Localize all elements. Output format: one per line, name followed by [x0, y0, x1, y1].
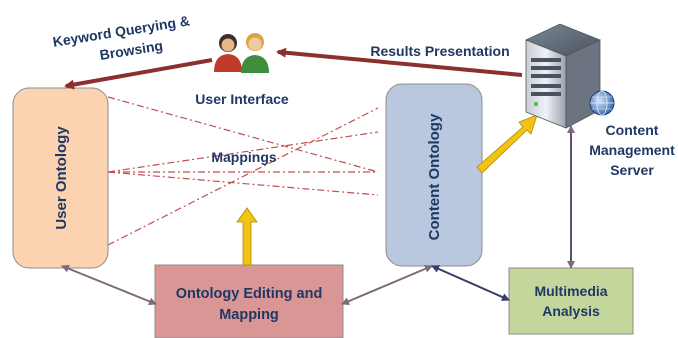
- content-ontology-label: Content Ontology: [426, 113, 443, 240]
- users-icon: [214, 33, 269, 73]
- multimedia-analysis-box: [508, 267, 634, 335]
- yellow-arrow-editing-up: [236, 207, 258, 266]
- mapping-line: [107, 171, 379, 196]
- multimedia-analysis-label-2: Analysis: [542, 303, 600, 319]
- server-icon: [524, 23, 602, 129]
- multimedia-analysis-label-1: Multimedia: [534, 283, 607, 299]
- arrow-contentonto-multimedia: [431, 265, 510, 301]
- mapping-line: [107, 131, 379, 173]
- globe-icon: [589, 90, 615, 116]
- mapping-line: [107, 107, 379, 246]
- content-management-server-label-1: Content: [606, 122, 659, 138]
- mapping-lines: [107, 96, 379, 246]
- user-ontology-label: User Ontology: [53, 126, 70, 230]
- arrow-editing-contentonto: [341, 265, 433, 305]
- ontology-editing-label-2: Mapping: [219, 307, 279, 323]
- connector-arrows: [61, 125, 575, 306]
- yellow-arrow-content-server: [476, 114, 538, 174]
- content-management-server-label-2: Management: [589, 142, 675, 158]
- ontology-editing-label-1: Ontology Editing and: [176, 286, 323, 302]
- mapping-line: [107, 96, 379, 173]
- mappings-label: Mappings: [211, 149, 277, 165]
- arrow-useronto-editing: [61, 264, 157, 306]
- results-presentation-label: Results Presentation: [370, 43, 509, 59]
- arrow-keyword-querying: [64, 58, 213, 90]
- arrow-results-presentation: [276, 47, 523, 77]
- user-interface-label: User Interface: [195, 91, 289, 107]
- user-ontology-box: [12, 87, 109, 269]
- content-management-server-label-3: Server: [610, 162, 654, 178]
